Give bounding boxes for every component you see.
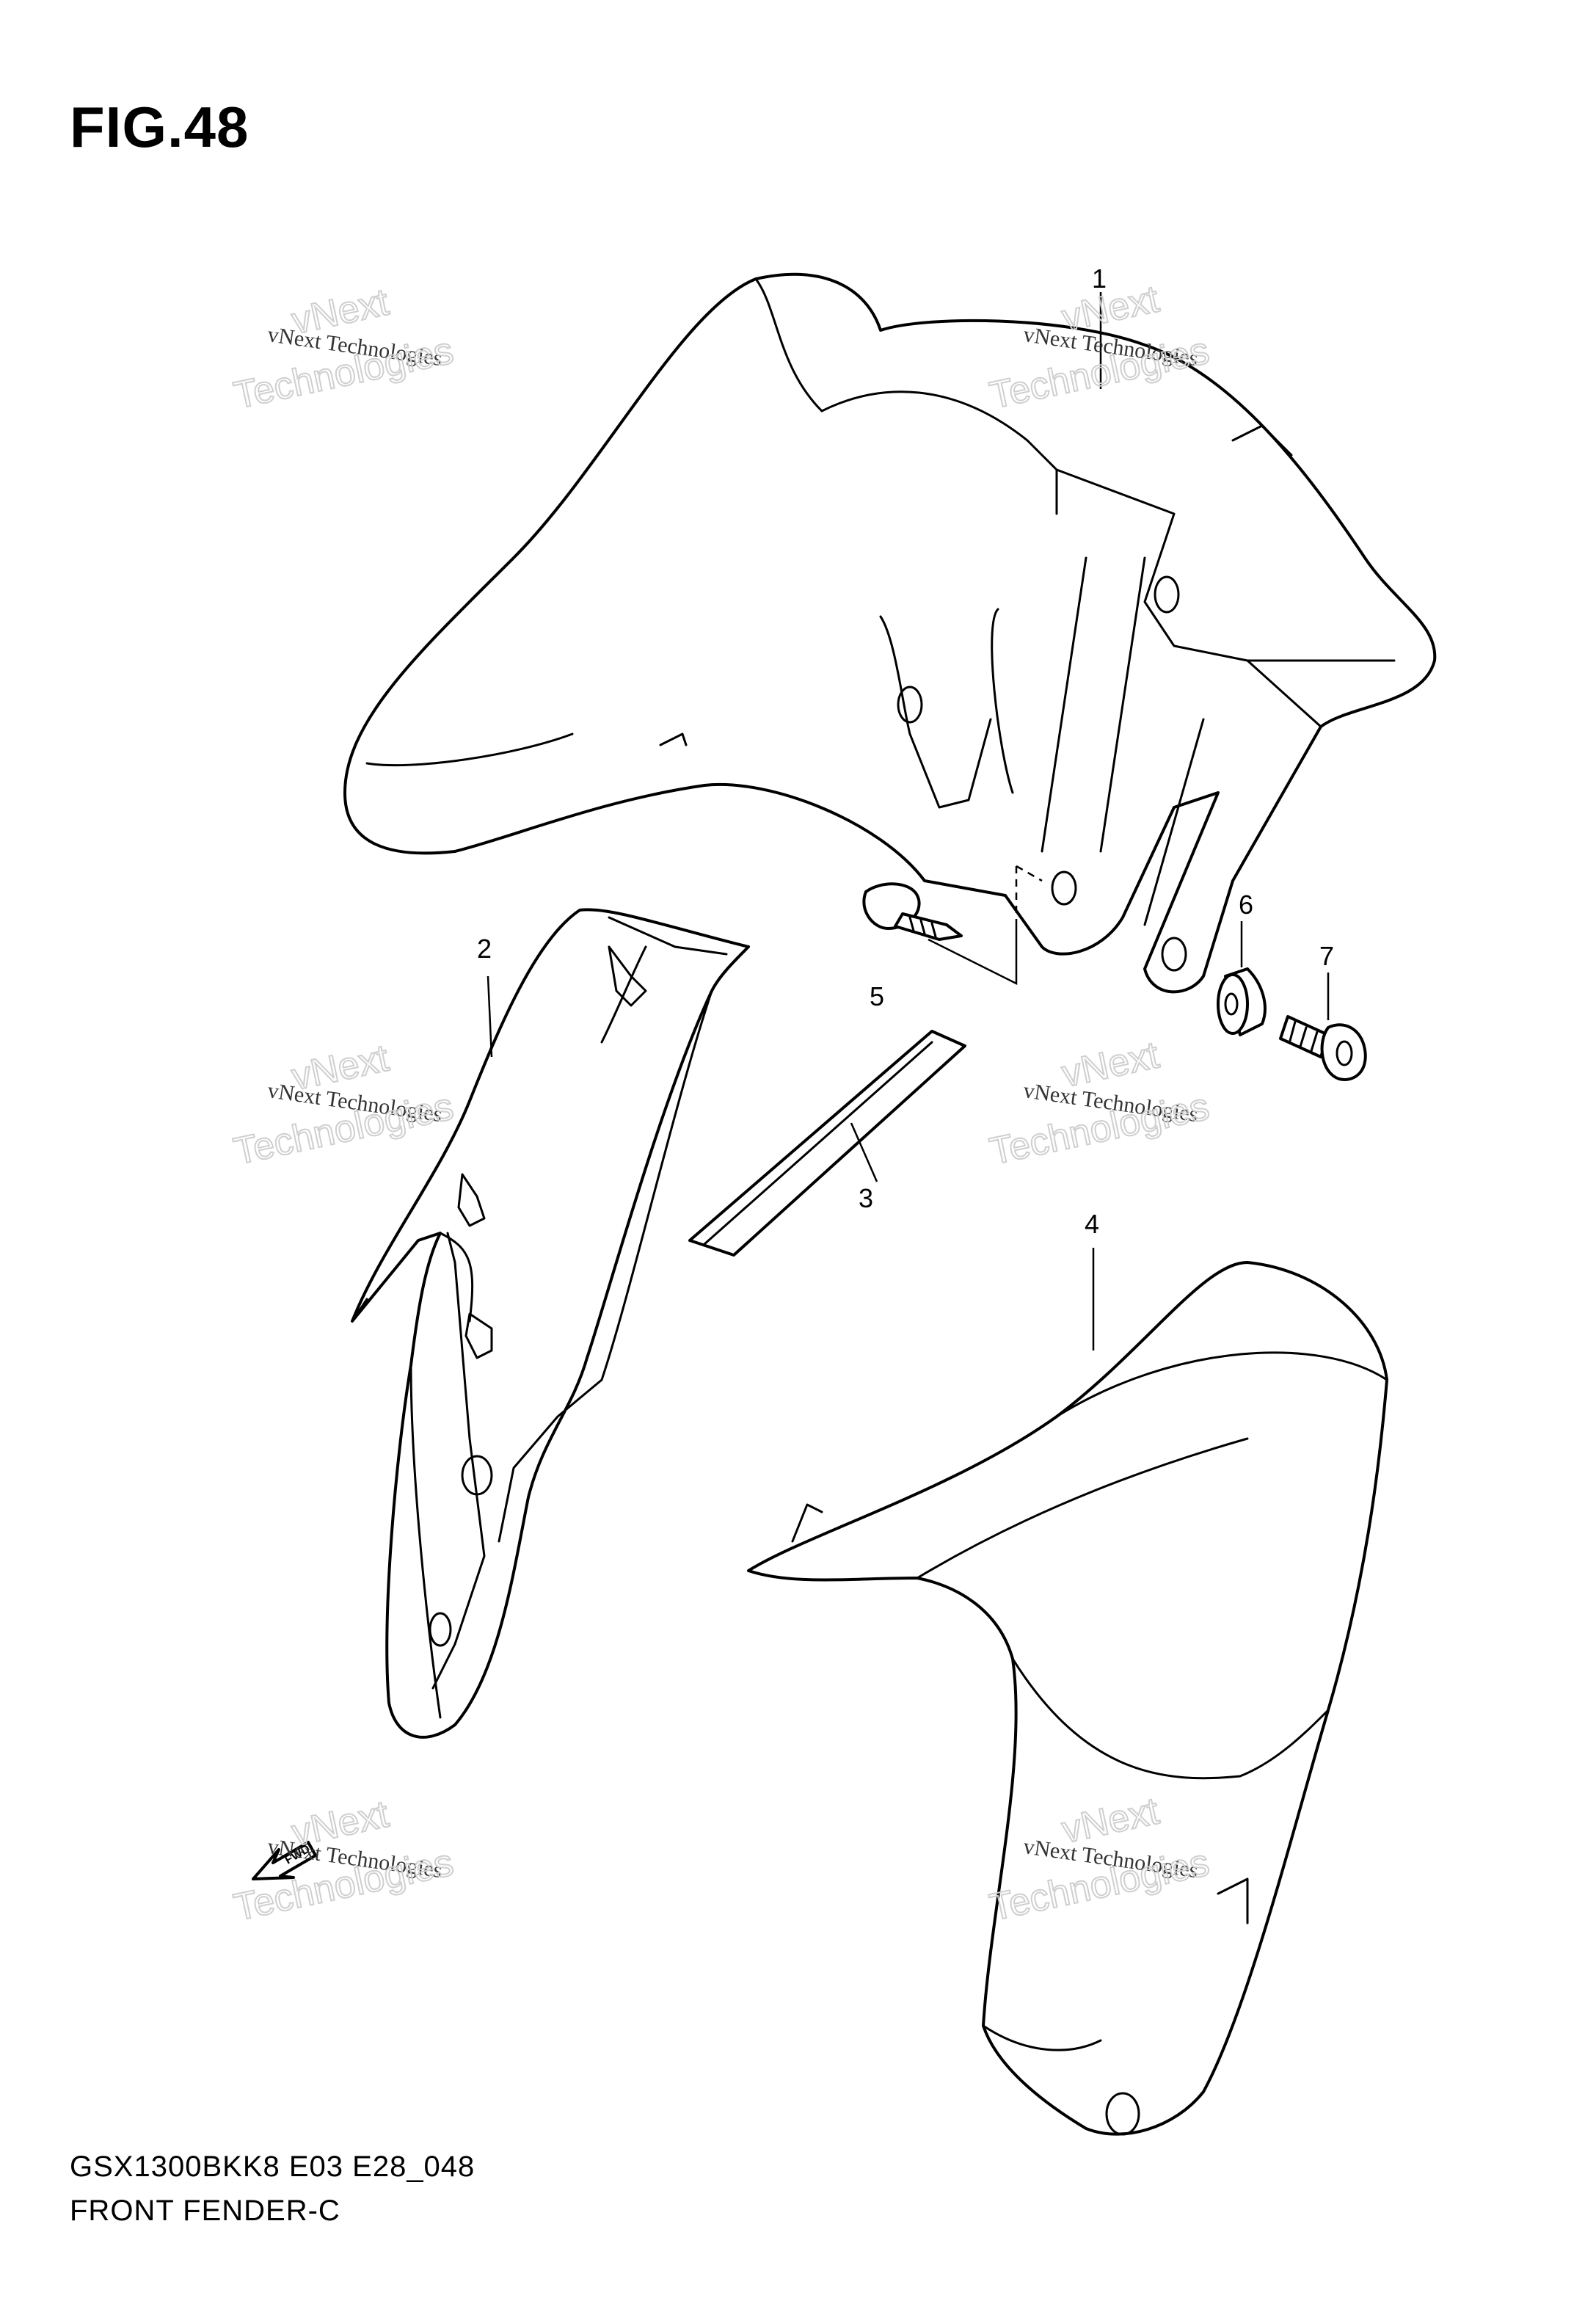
part-1-front-fender[interactable] (343, 272, 1437, 994)
callout-6: 6 (1239, 890, 1253, 920)
figure-name: FRONT FENDER-C (70, 2195, 340, 2227)
watermark-4: vNext vNext Technologies Technologies (985, 1033, 1214, 1174)
part-6-grommet[interactable] (1217, 967, 1267, 1036)
part-4-fender-cover[interactable] (747, 1261, 1388, 2136)
callout-4: 4 (1085, 1209, 1099, 1239)
watermark-1: vNext vNext Technologies Technologies (230, 280, 458, 418)
callout-1: 1 (1092, 263, 1107, 294)
figure-title: FIG.48 (70, 95, 249, 159)
callout-3: 3 (859, 1183, 873, 1213)
part-5-screw[interactable] (862, 865, 1043, 986)
part-3-trim-strip[interactable] (688, 1030, 966, 1257)
watermark-3: vNext vNext Technologies Technologies (230, 1036, 458, 1174)
model-code: GSX1300BKK8 E03 E28_048 (70, 2151, 475, 2183)
watermark-5: vNext vNext Technologies Technologies (230, 1792, 458, 1930)
callout-7: 7 (1319, 941, 1334, 971)
part-7-bolt[interactable] (1279, 1015, 1367, 1081)
callout-5: 5 (870, 981, 884, 1011)
callout-2: 2 (477, 934, 492, 964)
part-2-side-plate[interactable] (351, 908, 750, 1739)
watermark-2: vNext vNext Technologies Technologies (985, 277, 1214, 418)
